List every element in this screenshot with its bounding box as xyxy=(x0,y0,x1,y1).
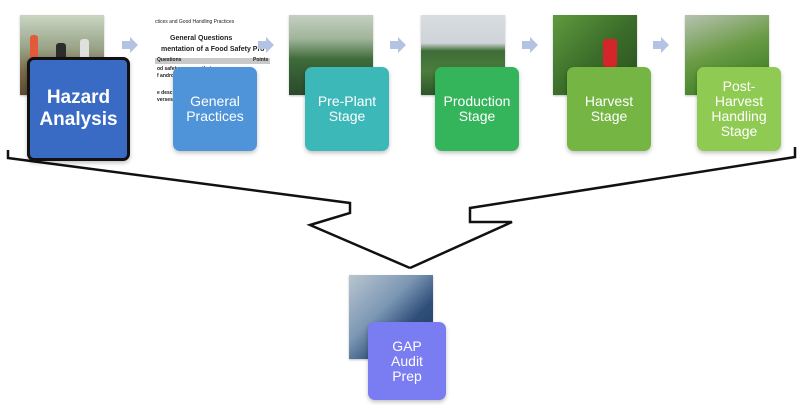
doc-line: verses xyxy=(157,97,173,103)
doc-line: f andro xyxy=(157,73,174,79)
doc-line: ctices and Good Handling Practices xyxy=(155,19,235,25)
pre-plant-stage-card[interactable]: Pre-Plant Stage xyxy=(305,67,389,151)
doc-col-header: Questions xyxy=(157,57,182,63)
hazard-analysis-card[interactable]: Hazard Analysis xyxy=(27,57,130,161)
left-converge-line xyxy=(6,150,411,270)
production-stage-card[interactable]: Production Stage xyxy=(435,67,519,151)
general-practices-card[interactable]: General Practices xyxy=(173,67,257,151)
doc-subheading: mentation of a Food Safety Pro xyxy=(161,46,265,53)
gap-audit-prep-card[interactable]: GAP Audit Prep xyxy=(368,322,446,400)
post-harvest-handling-stage-card[interactable]: Post- Harvest Handling Stage xyxy=(697,67,781,151)
doc-line: e desc xyxy=(157,90,173,96)
harvest-stage-card[interactable]: Harvest Stage xyxy=(567,67,651,151)
arrow-right-icon xyxy=(653,37,669,53)
doc-heading: General Questions xyxy=(170,35,233,42)
arrow-right-icon xyxy=(522,37,538,53)
doc-col-header: Points xyxy=(253,57,269,63)
arrow-right-icon xyxy=(258,37,274,53)
right-converge-line xyxy=(409,147,797,270)
arrow-right-icon xyxy=(390,37,406,53)
arrow-right-icon xyxy=(122,37,138,53)
